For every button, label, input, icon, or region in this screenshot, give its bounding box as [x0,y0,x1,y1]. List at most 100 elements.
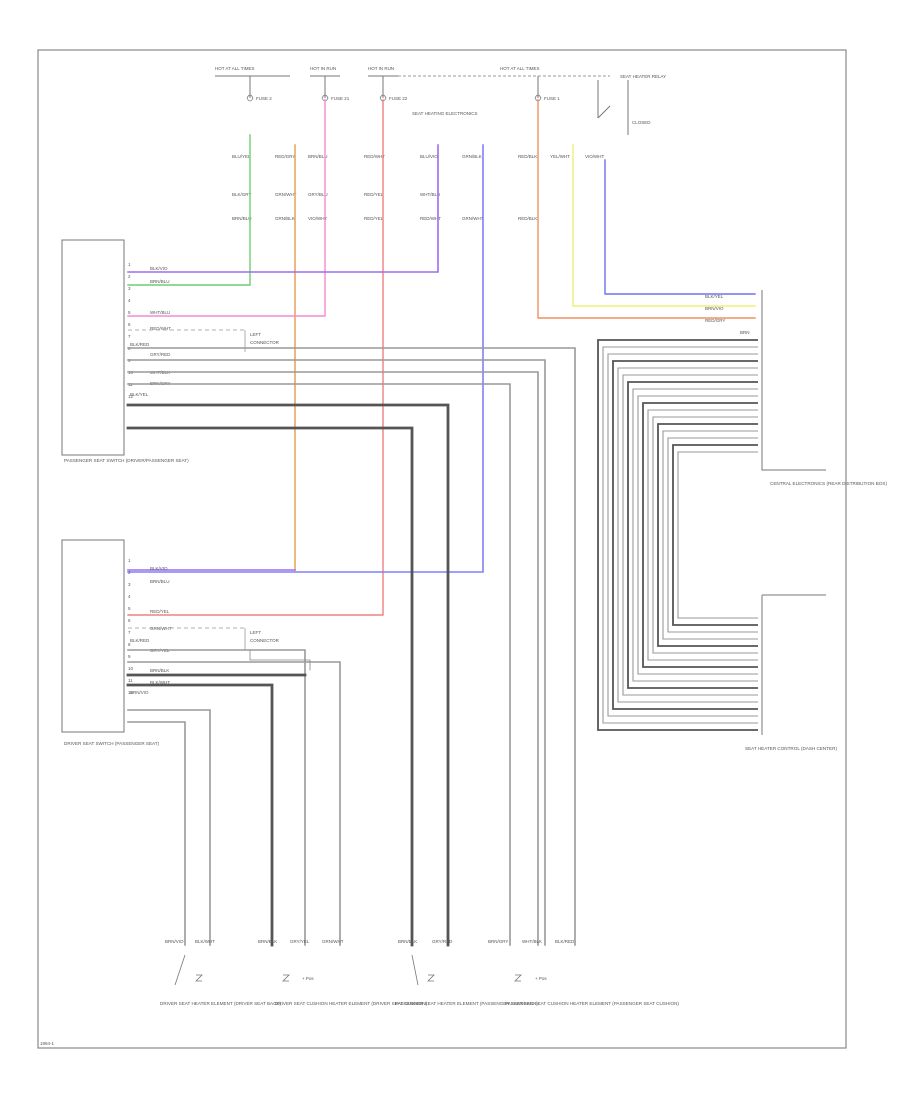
svg-text:4: 4 [128,594,131,599]
harness-wire [607,353,758,717]
heater-control-label: SEAT HEATER CONTROL (DASH CENTER) [745,746,837,751]
svg-text:12: 12 [128,690,134,695]
svg-text:BLK/VIO: BLK/VIO [150,266,168,271]
wire-dark [126,683,274,947]
svg-text:BRN/BLU: BRN/BLU [308,154,328,159]
svg-text:DRIVER SEAT CUSHION HEATER ELE: DRIVER SEAT CUSHION HEATER ELEMENT (DRIV… [275,1001,428,1006]
harness-wire [647,409,758,661]
relay-switch-icon: CLOSED [597,80,651,135]
harness-wire [612,360,758,710]
svg-text:YEL/WHT: YEL/WHT [550,154,570,159]
svg-text:GRN/WHT: GRN/WHT [150,626,172,631]
harness-wire [602,346,758,724]
svg-text:CONNECTOR: CONNECTOR [250,340,280,345]
svg-text:RED/WHT: RED/WHT [420,216,441,221]
svg-text:DRIVER SEAT HEATER ELEMENT (DR: DRIVER SEAT HEATER ELEMENT (DRIVER SEAT … [160,1001,281,1006]
svg-text:5: 5 [128,606,131,611]
svg-text:GRN/WHT: GRN/WHT [275,192,297,197]
heater-element-1: BRN/VIO BLK/WHT DRIVER SEAT HEATER ELEME… [160,939,281,1006]
svg-text:RED/YEL: RED/YEL [364,216,384,221]
wire-violet-2 [127,144,484,573]
svg-text:LEFT: LEFT [250,332,261,337]
heater-element-4: BRN/GRY WHT/BLK BLK/RED + Pos PASSENGER … [488,939,679,1006]
svg-text:PASSENGER SEAT HEATER ELEMENT: PASSENGER SEAT HEATER ELEMENT (PASSENGER… [395,1001,538,1006]
harness-wire [672,444,758,626]
svg-text:7: 7 [128,630,131,635]
svg-text:LEFT: LEFT [250,630,261,635]
harness-wire [652,416,758,654]
svg-text:VIO/WHT: VIO/WHT [308,216,327,221]
svg-text:GRY/BLU: GRY/BLU [308,192,328,197]
wire-gray [127,383,511,946]
diagram-frame [37,49,847,1049]
svg-text:VIO/WHT: VIO/WHT [585,154,604,159]
harness-wire [667,437,758,633]
harness-wire [627,381,758,689]
wire-gray [127,709,211,946]
svg-text:GRN/BLK: GRN/BLK [275,216,295,221]
connector-row-2: BLK/GRY GRN/WHT GRY/BLU RED/YEL WHT/BLU [232,192,440,197]
relay-box-outline [761,290,826,735]
heater-element-3: BRN/BLK GRY/RED PASSENGER SEAT HEATER EL… [395,939,538,1006]
svg-text:GRY/RED: GRY/RED [432,939,453,944]
svg-text:FUSE 21: FUSE 21 [331,96,350,101]
harness-wire [637,395,758,675]
wire-red [127,99,384,616]
connector-row-1: BLU/YEL RED/GRY BRN/BLU RED/WHT BLU/VIO … [232,154,604,159]
svg-text:BLU/YEL: BLU/YEL [232,154,251,159]
svg-text:7: 7 [128,334,131,339]
svg-text:BRN/BLK: BRN/BLK [258,939,277,944]
svg-text:BLK/YEL: BLK/YEL [130,392,149,397]
svg-text:4: 4 [128,298,131,303]
svg-text:RED/WHT: RED/WHT [150,326,171,331]
svg-text:RED/YEL: RED/YEL [150,609,170,614]
svg-text:9: 9 [128,654,131,659]
svg-text:FUSE 2: FUSE 2 [256,96,272,101]
svg-text:8: 8 [128,642,131,647]
svg-text:BLK/RED: BLK/RED [130,638,150,643]
svg-text:11: 11 [128,678,133,683]
wire-dark [126,403,450,947]
svg-text:BRN: BRN [740,330,750,335]
svg-text:BLK/WHT: BLK/WHT [195,939,215,944]
svg-text:BLK/RED: BLK/RED [130,342,150,347]
wire-yellow [572,144,756,307]
svg-text:RED/GRY: RED/GRY [705,318,725,323]
page-reference: 1994-1 [40,1041,55,1046]
svg-text:6: 6 [128,322,131,327]
svg-text:CONNECTOR: CONNECTOR [250,638,280,643]
svg-text:1: 1 [128,558,131,563]
wire-gray [127,347,576,946]
fuse-label-3: HOT IN RUN [368,66,394,71]
svg-text:10: 10 [128,666,134,671]
svg-text:PASSENGER SEAT CUSHION HEATER: PASSENGER SEAT CUSHION HEATER ELEMENT (P… [505,1001,679,1006]
svg-text:BRN/BLK: BRN/BLK [150,668,169,673]
wire-labels-right: BLK/YEL BRN/VIO RED/GRY BRN [705,294,750,335]
fuse-icon: FUSE 22 [379,76,408,102]
relay-box-label-text: CENTRAL ELECTRONICS (REAR DISTRIBUTION B… [770,481,887,486]
fuse-icon: FUSE 21 [321,76,350,102]
svg-text:RED/YEL: RED/YEL [364,192,384,197]
svg-text:+ Pos: + Pos [535,976,547,981]
svg-text:BRN/BLU: BRN/BLU [150,579,170,584]
svg-text:GRN/WHT: GRN/WHT [322,939,344,944]
driver-seat-switch-module [61,539,125,733]
svg-text:RED/BLK: RED/BLK [518,154,537,159]
wire-green [127,134,251,286]
svg-text:12: 12 [128,394,134,399]
heater-element-2: BRN/BLK GRY/YEL GRN/WHT + Pos DRIVER SEA… [258,939,428,1006]
svg-text:BLK/RED: BLK/RED [555,939,575,944]
svg-text:GRN/BLK: GRN/BLK [462,154,482,159]
svg-text:BLU/VIO: BLU/VIO [420,154,438,159]
harness-bundle [597,339,758,731]
svg-text:BRN/VIO: BRN/VIO [705,306,724,311]
svg-text:BRN/VIO: BRN/VIO [130,690,149,695]
svg-text:BLK/GRY: BLK/GRY [232,192,251,197]
svg-text:BRN/BLK: BRN/BLK [398,939,417,944]
harness-wire [642,402,758,668]
harness-wire [662,430,758,640]
relay-label: SEAT HEATER RELAY [620,74,666,79]
svg-text:GRY/YEL: GRY/YEL [290,939,310,944]
